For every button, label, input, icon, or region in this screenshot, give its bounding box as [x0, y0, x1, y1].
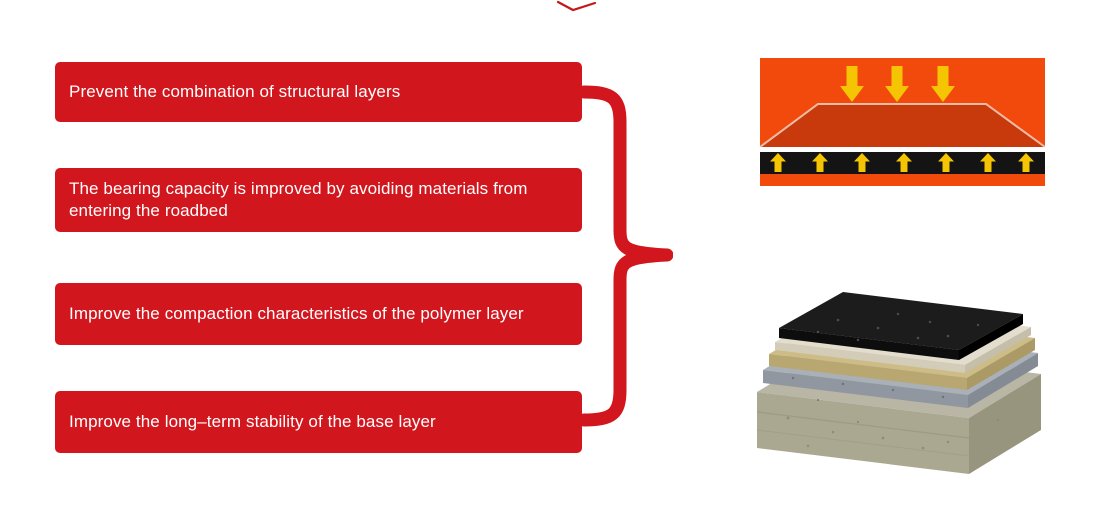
layer-asphalt: [779, 292, 1023, 360]
down-arrow-icon: [931, 66, 955, 102]
up-arrow-icon: [854, 153, 870, 172]
benefit-label-4: Improve the long–term stability of the b…: [69, 412, 436, 432]
load-distribution-illustration: [760, 58, 1045, 186]
down-arrow-icons: [840, 66, 955, 102]
up-arrow-icon: [896, 153, 912, 172]
down-arrow-icon: [885, 66, 909, 102]
down-arrow-icon: [840, 66, 864, 102]
benefit-banner-2: The bearing capacity is improved by avoi…: [55, 168, 582, 232]
gap-line: [760, 147, 1045, 152]
embankment-crown-line: [760, 103, 1045, 148]
pavement-layers-illustration: [756, 292, 1041, 474]
benefit-banner-1: Prevent the combination of structural la…: [55, 62, 582, 122]
brace-connector: [578, 85, 673, 427]
benefit-banner-3: Improve the compaction characteristics o…: [55, 283, 582, 345]
up-arrow-icon: [770, 153, 786, 172]
cropped-decoration-mark: [556, 0, 597, 12]
benefit-label-3: Improve the compaction characteristics o…: [69, 304, 524, 324]
up-arrow-icon: [812, 153, 828, 172]
up-arrow-icon: [938, 153, 954, 172]
subgrade-strip: [760, 174, 1045, 186]
up-arrow-icon: [980, 153, 996, 172]
benefit-label-2: The bearing capacity is improved by avoi…: [69, 179, 528, 220]
benefit-banner-4: Improve the long–term stability of the b…: [55, 391, 582, 453]
benefit-label-1: Prevent the combination of structural la…: [69, 82, 401, 102]
up-arrow-icons: [770, 153, 1034, 172]
up-arrow-icon: [1018, 153, 1034, 172]
